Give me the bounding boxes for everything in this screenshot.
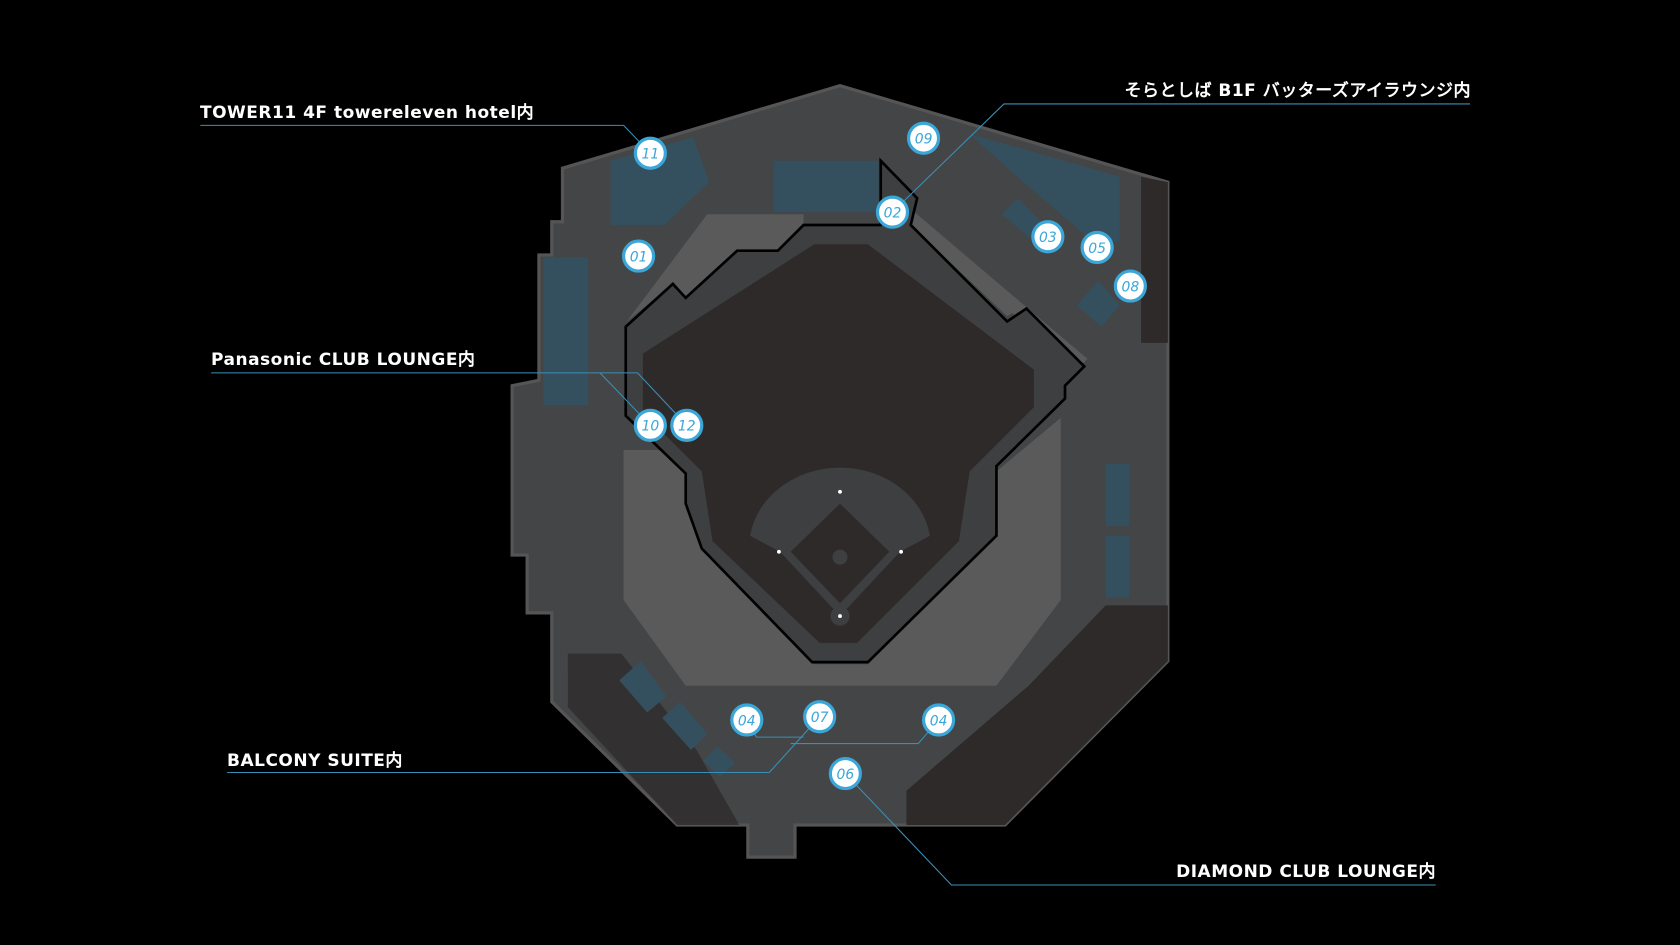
room-batters-eye [773,160,879,213]
marker-09: 09 [906,121,941,155]
marker-04-right: 04 [921,703,956,737]
marker-12: 12 [670,408,704,442]
markers[interactable]: 11 01 09 02 03 05 08 10 12 04 07 04 06 [621,121,1147,791]
svg-text:05: 05 [1088,241,1106,257]
label-diamond-club-lounge: DIAMOND CLUB LOUNGE内 [1176,862,1436,882]
label-tower11: TOWER11 4F towereleven hotel内 [200,103,535,123]
svg-text:09: 09 [915,132,933,148]
svg-text:08: 08 [1122,279,1140,295]
marker-03: 03 [1031,220,1065,254]
label-soratoshiba: そらとしば B1F バッターズアイラウンジ内 [1124,81,1471,101]
rooms [543,133,1130,777]
svg-text:12: 12 [678,419,696,435]
room-panasonic [543,257,589,405]
svg-text:02: 02 [884,206,902,222]
svg-text:01: 01 [630,249,648,265]
marker-10: 10 [633,408,667,442]
marker-04-left: 04 [730,703,764,737]
marker-08: 08 [1113,269,1147,303]
label-balcony-suite: BALCONY SUITE内 [227,751,403,771]
room-right-lounge [969,133,1120,242]
svg-text:04: 04 [738,713,756,729]
pitchers-mound [832,549,848,565]
label-panasonic-club-lounge: Panasonic CLUB LOUNGE内 [211,350,476,370]
svg-text:04: 04 [930,713,948,729]
marker-07: 07 [803,700,837,734]
marker-01: 01 [621,239,656,273]
svg-text:10: 10 [642,419,660,435]
svg-text:11: 11 [642,147,660,163]
field [624,157,1087,664]
svg-text:07: 07 [811,710,829,726]
svg-text:06: 06 [837,767,855,783]
marker-06: 06 [828,756,862,791]
marker-11: 11 [633,136,667,170]
marker-02: 02 [875,195,910,229]
svg-text:03: 03 [1039,230,1057,246]
marker-05: 05 [1080,230,1114,265]
